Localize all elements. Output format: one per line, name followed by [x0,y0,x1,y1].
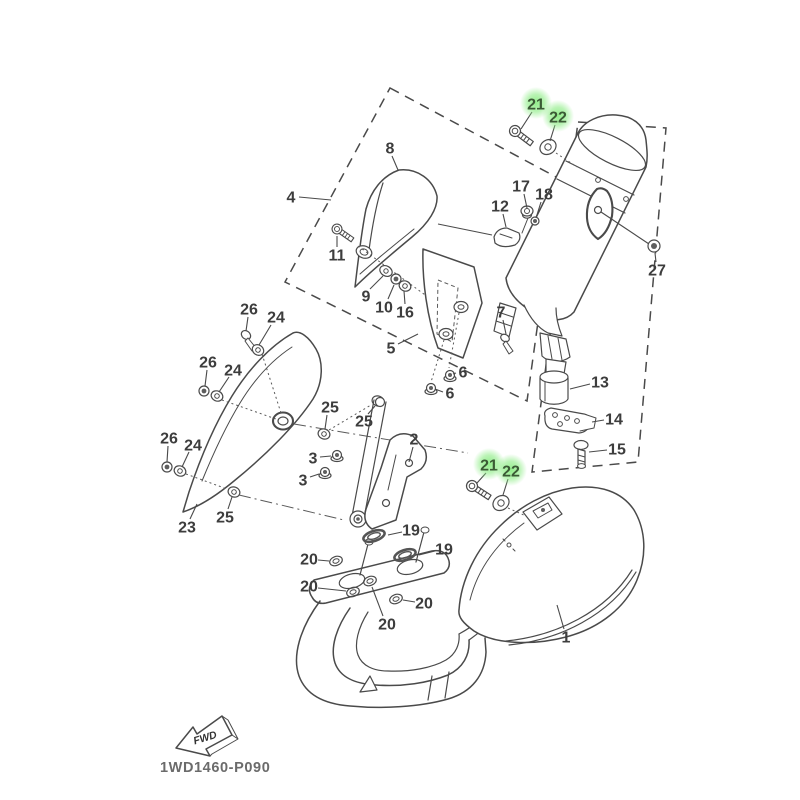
callout-20: 20 [415,596,433,613]
leader-line [588,449,608,453]
leader-line [418,550,436,556]
part-code: 1WD1460-P090 [160,760,270,776]
callout-7: 7 [497,305,506,322]
callout-24: 24 [184,438,202,455]
callout-26: 26 [240,302,258,319]
leader-line [408,446,414,463]
callout-12: 12 [491,199,509,216]
callout-26: 26 [160,431,178,448]
muffler-body-1 [458,477,645,646]
callout-22: 22 [502,464,520,481]
leader-line [369,275,384,290]
mount-bolt-washer-top [506,122,578,168]
callout-23: 23 [178,520,196,537]
callout-25: 25 [321,400,339,417]
leader-line [181,451,190,468]
leader-line [434,388,444,393]
callout-24: 24 [224,363,242,380]
callout-4: 4 [287,190,296,207]
callout-24: 24 [267,310,285,327]
callout-18: 18 [535,187,553,204]
leader-line [317,559,330,562]
callout-1: 1 [562,630,571,647]
highlight-glow [542,100,574,132]
leader-line [397,333,419,345]
callout-8: 8 [386,141,395,158]
leader-line [387,284,395,300]
callout-15: 15 [608,442,626,459]
callout-26: 26 [199,355,217,372]
leader-line [387,531,403,536]
callout-5: 5 [387,341,396,358]
leader-line [591,419,605,423]
muffler-reference-view [493,114,650,385]
leader-line [502,213,507,228]
callout-10: 10 [375,300,393,317]
callout-20: 20 [300,552,318,569]
highlight-glow [495,454,527,486]
leader-line [227,496,233,510]
heat-shield-outer [329,169,438,298]
leader-line [569,383,591,390]
leader-line [218,376,230,393]
damper-and-clamp-stack [539,239,661,469]
leader-line [189,503,198,520]
leader-line [654,252,657,263]
leader-line [317,587,347,592]
callout-9: 9 [362,289,371,306]
callout-3: 3 [309,451,318,468]
leader-line [371,586,384,617]
callout-3: 3 [299,473,308,490]
leader-line [245,316,249,332]
callout-20: 20 [378,617,396,634]
leader-line [319,455,332,458]
leader-line [309,473,320,478]
heat-shield-inner [422,248,514,396]
callout-11: 11 [329,248,346,265]
leader-line [258,324,272,346]
callout-17: 17 [512,179,530,196]
callout-6: 6 [459,365,468,382]
stay-bracket-12 [437,205,540,248]
muffler-stay-bracket-2 [293,396,469,530]
leader-line [324,414,328,430]
callout-14: 14 [605,412,623,429]
leader-line [523,193,528,209]
callout-25: 25 [355,414,373,431]
callout-6: 6 [446,386,455,403]
leader-line [391,155,399,171]
callout-21: 21 [527,97,545,114]
callout-19: 19 [435,542,453,559]
leader-line [402,599,416,603]
callout-16: 16 [396,305,414,322]
leader-line [166,445,169,463]
fwd-direction-arrow: FWD [175,715,239,757]
leader-line [403,290,406,305]
callout-13: 13 [591,375,609,392]
leader-line [298,196,332,201]
side-panel-23 [161,329,386,521]
leader-line [502,319,507,335]
leader-line [367,405,376,415]
callout-25: 25 [216,510,234,527]
callout-19: 19 [402,523,420,540]
leader-line [535,201,542,219]
leader-line [452,372,457,375]
callout-2: 2 [410,432,419,449]
callout-21: 21 [480,458,498,475]
leader-line [556,604,565,630]
callout-27: 27 [648,263,666,280]
callout-20: 20 [300,579,318,596]
leader-line [204,369,208,387]
callout-22: 22 [549,110,567,127]
